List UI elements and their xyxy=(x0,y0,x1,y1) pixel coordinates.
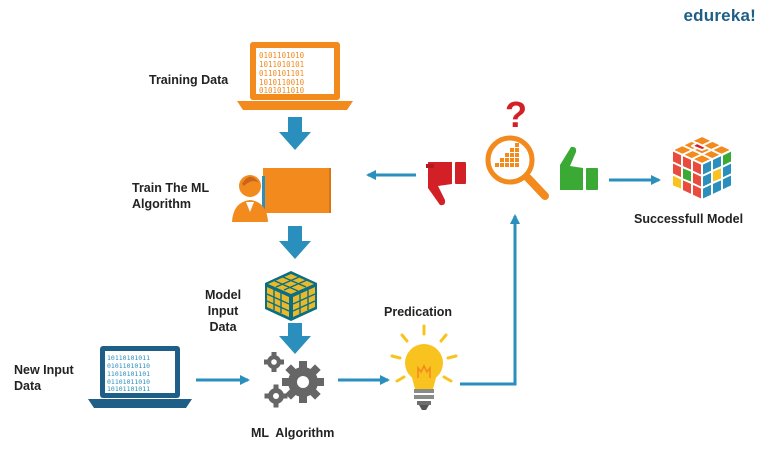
arrow-model-to-algorithm xyxy=(279,323,311,354)
successful-model-label: Successfull Model xyxy=(634,212,744,226)
prediction-label: Predication xyxy=(384,305,453,319)
gears-icon xyxy=(264,352,324,408)
magnifier-chart-icon xyxy=(485,135,549,200)
lightbulb-icon xyxy=(390,324,458,410)
training-data-label: Training Data xyxy=(149,73,229,87)
new-input-laptop-icon: 10110101011 01011010110 11010101101 0110… xyxy=(88,346,192,408)
svg-text:11010101101: 11010101101 xyxy=(107,370,150,378)
new-input-label: New Input Data xyxy=(14,363,74,393)
svg-text:10101101011: 10101101011 xyxy=(107,385,150,393)
rubiks-cube-icon xyxy=(671,135,733,201)
train-algorithm-board-icon xyxy=(263,168,331,213)
arrow-training-to-train xyxy=(279,117,311,150)
svg-text:01011010110: 01011010110 xyxy=(107,362,150,370)
svg-text:0110101101: 0110101101 xyxy=(259,69,304,78)
person-presenting-icon xyxy=(232,175,268,222)
thumbs-up-icon xyxy=(560,146,598,190)
training-data-laptop-icon: 0101101010 1011010101 0110101101 1010110… xyxy=(237,42,353,110)
svg-text:1010110010: 1010110010 xyxy=(259,78,305,87)
svg-text:10110101011: 10110101011 xyxy=(107,354,150,362)
train-algorithm-label: Train The ML Algorithm xyxy=(132,181,210,211)
svg-text:0101011010: 0101011010 xyxy=(259,86,305,95)
svg-text:1011010101: 1011010101 xyxy=(259,60,304,69)
arrow-prediction-to-evaluation xyxy=(460,214,520,386)
svg-text:01101011010: 01101011010 xyxy=(107,378,150,386)
thumbs-down-icon xyxy=(426,162,466,206)
ml-algorithm-label: ML Algorithm xyxy=(251,426,335,440)
svg-text:0101101010: 0101101010 xyxy=(259,51,305,60)
brand-logo: edureka! xyxy=(683,6,756,25)
question-mark-icon: ? xyxy=(505,94,527,135)
arrow-train-to-model xyxy=(279,226,311,259)
data-cube-icon xyxy=(265,271,317,321)
model-input-label: Model Input Data xyxy=(204,288,242,334)
